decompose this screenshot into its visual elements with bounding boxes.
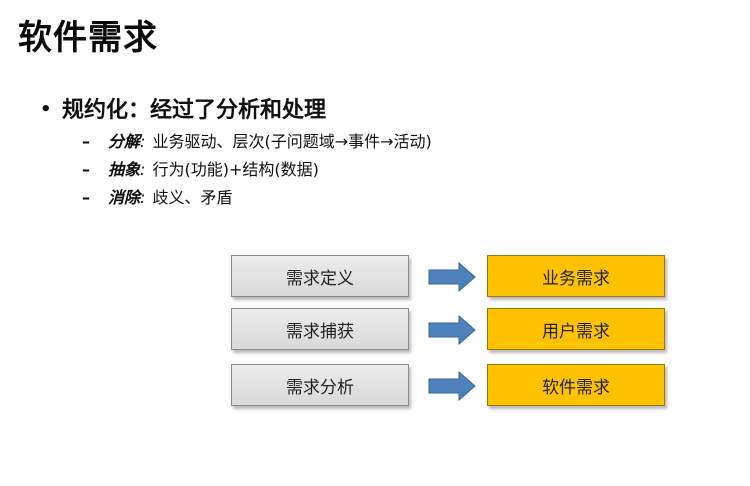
bullet-dot: • <box>40 99 52 120</box>
right-arrow-icon <box>428 262 476 292</box>
sub-bullet-text: 业务驱动、层次(子问题域→事件→活动) <box>152 132 432 151</box>
right-arrow-icon <box>428 371 476 401</box>
sub-bullet-eliminate: –消除: 歧义、矛盾 <box>82 184 432 212</box>
main-bullet-text: 规约化：经过了分析和处理 <box>62 98 327 123</box>
sub-bullet-term: 消除 <box>108 188 141 207</box>
sub-bullet-term: 分解 <box>108 132 141 151</box>
sub-bullet-text: 行为(功能)+结构(数据) <box>152 160 319 179</box>
sub-bullet-dash: – <box>82 160 90 179</box>
flow-box-software-requirement: 软件需求 <box>487 364 665 406</box>
flow-box-requirement-capture: 需求捕获 <box>231 308 409 350</box>
sub-bullet-term: 抽象 <box>108 160 141 179</box>
slide-title: 软件需求 <box>18 18 158 58</box>
flow-box-business-requirement: 业务需求 <box>487 255 665 297</box>
sub-bullet-text: 歧义、矛盾 <box>152 188 233 207</box>
main-bullet: • 规约化：经过了分析和处理 <box>40 92 326 124</box>
sub-bullet-abstract: –抽象: 行为(功能)+结构(数据) <box>82 156 432 184</box>
flow-box-requirement-definition: 需求定义 <box>231 255 409 297</box>
sub-bullet-colon: : <box>140 160 146 179</box>
sub-bullet-colon: : <box>140 132 146 151</box>
sub-bullet-list: –分解: 业务驱动、层次(子问题域→事件→活动) –抽象: 行为(功能)+结构(… <box>82 128 432 212</box>
sub-bullet-colon: : <box>140 188 146 207</box>
right-arrow-icon <box>428 315 476 345</box>
flow-box-requirement-analysis: 需求分析 <box>231 364 409 406</box>
sub-bullet-decompose: –分解: 业务驱动、层次(子问题域→事件→活动) <box>82 128 432 156</box>
flow-box-user-requirement: 用户需求 <box>487 308 665 350</box>
sub-bullet-dash: – <box>82 132 90 151</box>
sub-bullet-dash: – <box>82 188 90 207</box>
